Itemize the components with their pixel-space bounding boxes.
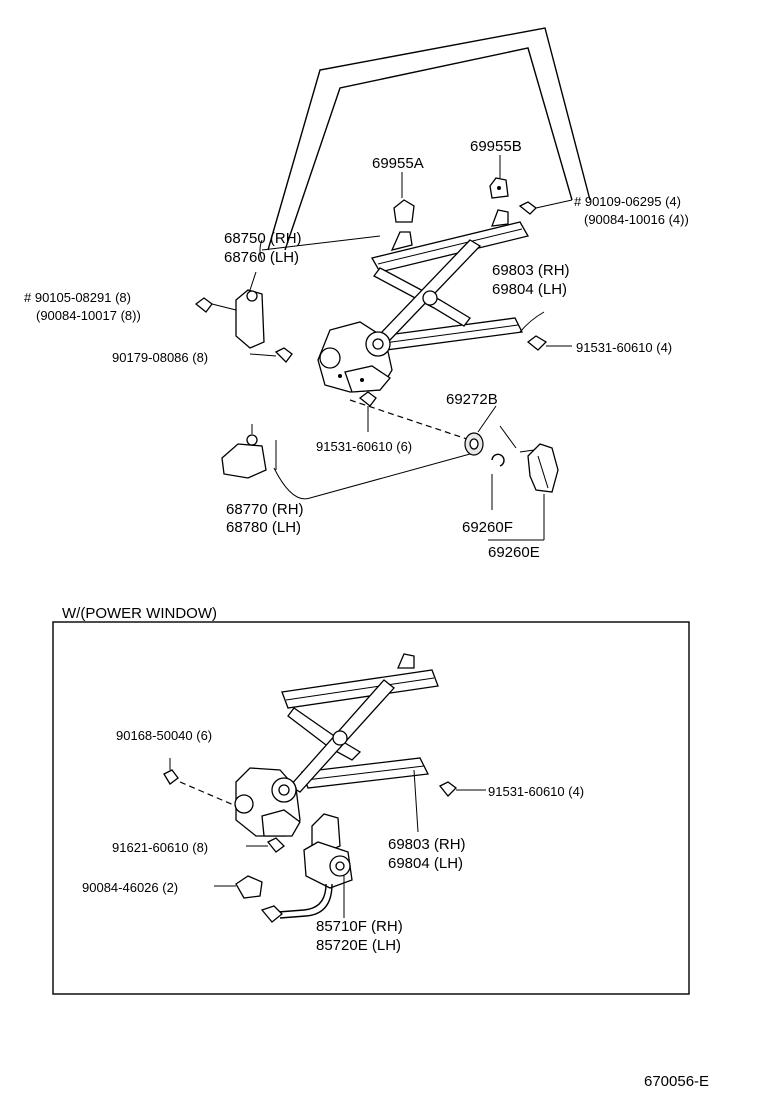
bolt-91531-power [413,769,486,833]
bolt-90105 [194,297,237,313]
run-channel-lower [221,424,277,479]
power-window-motor [260,813,353,923]
bracket-69955b [489,155,509,199]
run-channel-upper [235,235,381,349]
label-90179: 90179-08086 (8) [112,350,208,365]
label-69260e: 69260E [488,544,540,561]
label-69803-power: 69803 (RH) [388,836,466,853]
window-glass-outline [267,27,591,251]
label-69955a: 69955A [372,155,424,172]
label-69804-upper: 69804 (LH) [492,281,567,298]
label-69260f: 69260F [462,519,513,536]
window-regulator-manual [317,209,529,393]
label-68770: 68770 (RH) [226,501,304,518]
label-68760: 68760 (LH) [224,249,299,266]
label-91531-4-upper: 91531-60610 (4) [576,340,672,355]
window-regulator-power [234,653,439,837]
label-91531-6: 91531-60610 (6) [316,439,412,454]
washer-69272b [464,405,497,456]
clip-69260f [491,453,505,510]
bolt-91531-lower [358,391,377,432]
label-90084-10017: (90084-10017 (8)) [36,308,141,323]
window-crank-handle [488,425,559,541]
label-68750: 68750 (RH) [224,230,302,247]
label-90105: # 90105-08291 (8) [24,290,131,305]
label-90084-10016: (90084-10016 (4)) [584,212,689,227]
label-91531-power: 91531-60610 (4) [488,784,584,799]
label-90084-46026: 90084-46026 (2) [82,880,178,895]
label-68780: 68780 (LH) [226,519,301,536]
label-69955b: 69955B [470,138,522,155]
label-90109: # 90109-06295 (4) [574,194,681,209]
power-window-title: W/(POWER WINDOW) [62,605,217,622]
label-69272b: 69272B [446,391,498,408]
label-69803-upper: 69803 (RH) [492,262,570,279]
diagram-code: 670056-E [644,1073,709,1090]
label-69804-power: 69804 (LH) [388,855,463,872]
screw-90168 [163,758,237,807]
label-90168: 90168-50040 (6) [116,728,212,743]
power-window-section: W/(POWER WINDOW) [52,605,690,995]
label-85720e: 85720E (LH) [316,937,401,954]
bolt-90109 [518,199,573,215]
label-85710f: 85710F (RH) [316,918,403,935]
grommet-90084-46026 [214,875,263,899]
bolt-91621 [246,837,285,853]
bolt-90179 [249,347,293,363]
label-91621: 91621-60610 (8) [112,840,208,855]
bracket-69955a [393,172,415,223]
bolt-91531-right [519,311,572,351]
